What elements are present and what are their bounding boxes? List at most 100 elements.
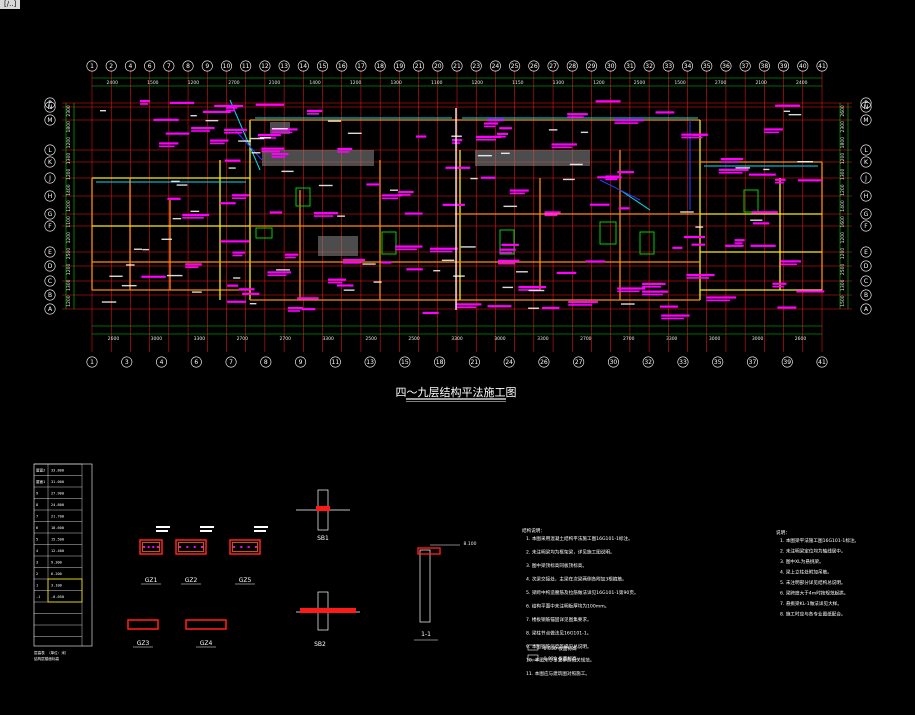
elevation-mark: 8.100: [464, 541, 477, 547]
beam-annotation: [224, 131, 243, 134]
notes-right-line: 7. 悬挑梁KL-1做法详见大样。: [780, 600, 842, 607]
axis-label-bottom: 35: [714, 359, 722, 366]
beam-annotation: [257, 133, 281, 137]
axis-label-left: P: [48, 100, 52, 107]
table-highlight: [47, 578, 83, 603]
beam-annotation: [232, 254, 243, 257]
label-annotation: [205, 119, 219, 122]
axis-label-bottom: 4: [160, 359, 164, 366]
axis-bubble-bottom: [677, 356, 689, 368]
beam-annotation: [661, 314, 690, 317]
axis-bubble-right: [860, 220, 872, 232]
dimension-text-bottom: 3000: [709, 336, 721, 342]
label-annotation: [337, 215, 345, 217]
beam-annotation: [483, 125, 496, 128]
beam-annotation: [718, 168, 749, 171]
beam-annotation: [764, 131, 780, 134]
beam-annotation: [429, 250, 453, 253]
section-label-sb1: SB1: [317, 535, 329, 542]
gz1-bar: [143, 546, 145, 548]
dimension-text-left: 2300: [66, 105, 72, 117]
table-cell-floor: 5: [36, 538, 38, 542]
axis-bubble-left: [44, 275, 56, 287]
shear-wall: [295, 187, 311, 207]
beam-annotation: [242, 292, 260, 295]
dimension-text-top: 1150: [512, 80, 524, 86]
axis-label-top: 20: [434, 63, 442, 70]
axis-label-top: 7: [167, 63, 171, 70]
axis-bubble-bottom: [607, 356, 619, 368]
beam-annotation: [158, 145, 175, 148]
shear-wall: [743, 189, 759, 213]
dimension-text-right: 1800: [840, 137, 846, 149]
axis-bubble-top: [163, 60, 175, 72]
beam-annotation: [398, 194, 411, 196]
axis-label-bottom: 15: [401, 359, 409, 366]
label-annotation: [503, 205, 518, 208]
label-annotation: [389, 189, 398, 191]
axis-bubble-right: [860, 260, 872, 272]
beam-annotation: [271, 156, 286, 158]
table-cell-floor: 4: [36, 549, 38, 553]
dimension-text-left: 1300: [66, 153, 72, 165]
gz1-section: [139, 539, 163, 555]
gz2-tag: [200, 530, 212, 532]
axis-bubble-bottom: [399, 356, 411, 368]
dimension-text-left: 1200: [66, 137, 72, 149]
axis-bubble-top: [566, 60, 578, 72]
beam-annotation: [642, 286, 661, 288]
axis-bubble-top: [105, 60, 117, 72]
notes-left-line: 11. 本图应与建筑图对照施工。: [526, 670, 590, 677]
table-cell-floor: 3: [36, 561, 38, 565]
axis-label-top: 37: [741, 63, 749, 70]
axis-bubble-top: [758, 60, 770, 72]
beam-annotation: [227, 300, 247, 303]
legend-swatch: [527, 644, 539, 651]
dimension-text-left: 1200: [66, 200, 72, 212]
section-label-1-1: 1-1: [421, 631, 431, 638]
axis-label-top: 40: [799, 63, 807, 70]
axis-label-bottom: 3: [125, 359, 129, 366]
axis-bubble-left: [44, 303, 56, 315]
beam-annotation: [267, 271, 292, 274]
document-tab[interactable]: [/..]: [0, 0, 21, 9]
dimension-text-right: 2300: [840, 121, 846, 133]
axis-bubble-bottom: [781, 356, 793, 368]
beam-annotation: [672, 246, 683, 249]
axis-label-right: F: [864, 223, 868, 230]
axis-bubble-bottom: [156, 356, 168, 368]
label-annotation: [783, 110, 791, 112]
beam-annotation: [185, 266, 199, 269]
beam-annotation: [381, 194, 403, 197]
axis-label-top: 6: [148, 63, 152, 70]
label-annotation: [453, 275, 465, 277]
dimension-text-bottom: 2500: [365, 336, 377, 342]
beam-annotation: [191, 126, 215, 130]
dimension-text-top: 1200: [593, 80, 605, 86]
beam-annotation: [725, 244, 744, 247]
axis-bubble-top: [355, 60, 367, 72]
axis-bubble-top: [605, 60, 617, 72]
beam-annotation: [167, 197, 181, 200]
shear-wall: [639, 231, 655, 255]
axis-label-bottom: 9: [299, 359, 303, 366]
dimension-text-top: 2400: [796, 80, 808, 86]
axis-label-right: B: [864, 292, 868, 299]
dimension-text-bottom: 2700: [623, 336, 635, 342]
beam-annotation: [551, 143, 577, 146]
axis-label-left: B: [48, 292, 52, 299]
label-annotation: [125, 264, 135, 266]
dimension-text-left: 2500: [66, 248, 72, 260]
table-cell-elevation: 33.800: [51, 469, 64, 473]
label-annotation: [276, 269, 290, 271]
table-cell-floor: 9: [36, 492, 38, 496]
label-annotation: [249, 302, 257, 305]
dimension-text-top: 2700: [228, 80, 240, 86]
beam-annotation: [764, 128, 783, 131]
axis-label-top: 8: [186, 63, 190, 70]
structural-notes-right: 说明：1. 本图梁平法施工图16G101-1标注。2. 未注明梁定位均为轴线居中…: [776, 529, 859, 618]
label-annotation: [580, 131, 589, 134]
beam-annotation: [589, 203, 610, 206]
